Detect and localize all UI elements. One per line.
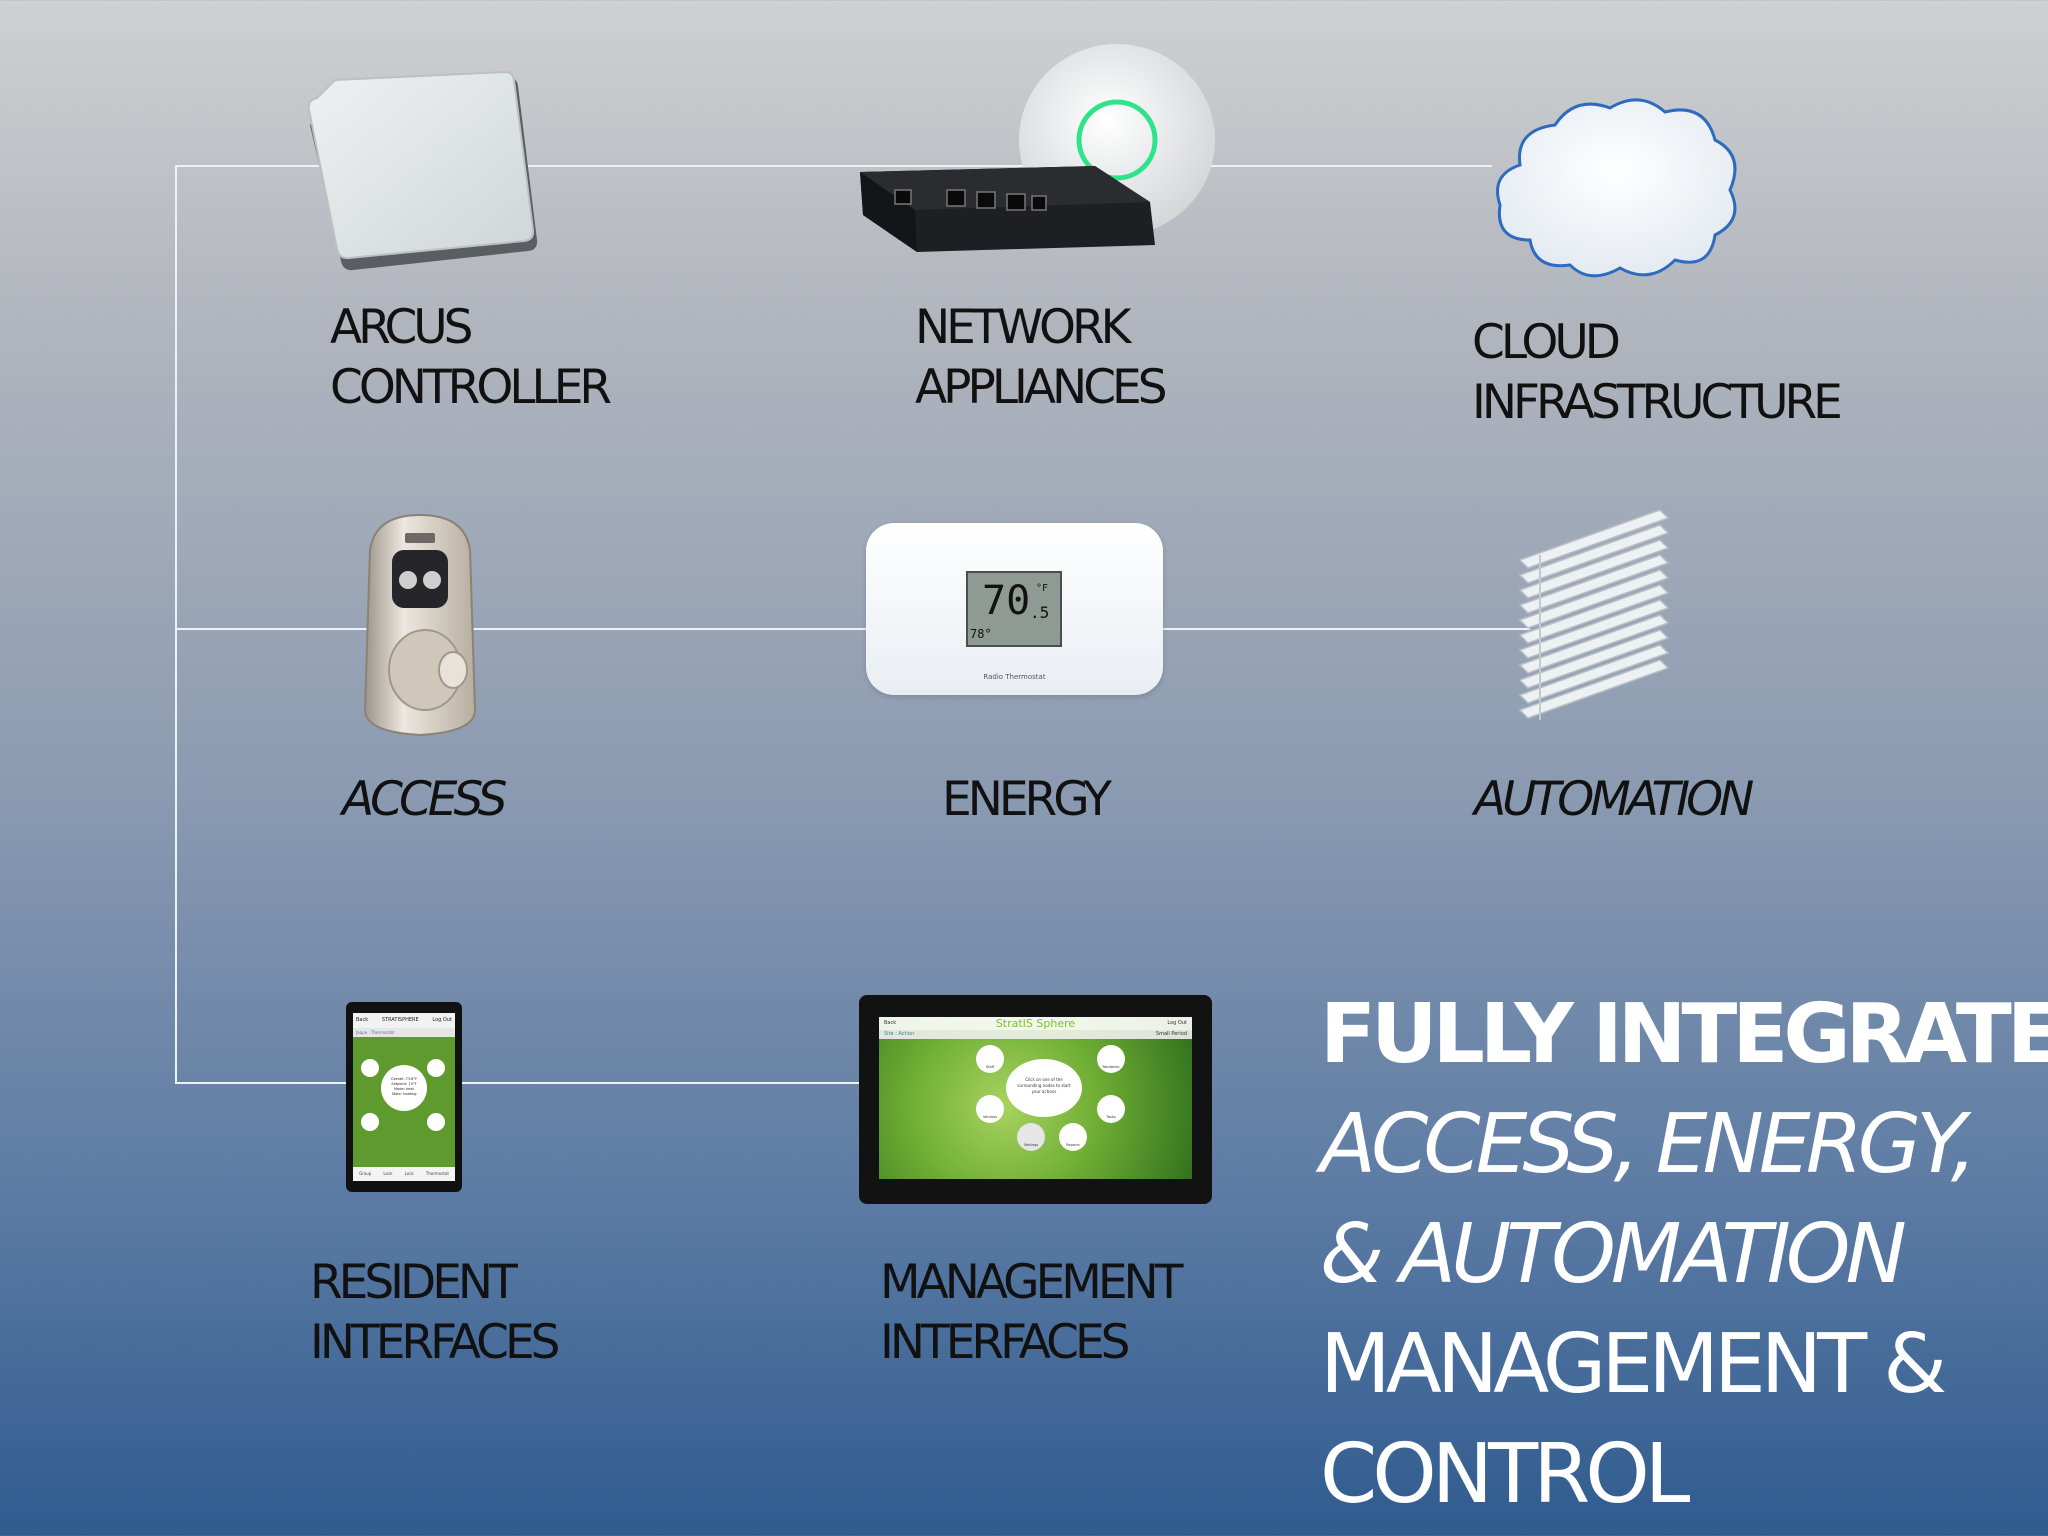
status-line-3: Mode: heat	[394, 1087, 414, 1091]
arcus-controller-label: ARCUS CONTROLLER	[330, 300, 612, 415]
logout-button[interactable]: Log Out	[432, 1017, 452, 1023]
back-button[interactable]: Back	[356, 1017, 369, 1023]
mgmt-node-tasks-label: Tasks	[1106, 1115, 1116, 1119]
nav-item-lock[interactable]: Lock	[383, 1171, 393, 1176]
tagline-line-3: & AUTOMATION	[1320, 1207, 1907, 1302]
mgmt-logout-button[interactable]: Log Out	[1167, 1020, 1187, 1026]
network-appliances-label: NETWORK APPLIANCES	[915, 300, 1168, 415]
arcus-controller-image	[307, 70, 538, 271]
mgmt-node-settings[interactable]: Settings	[1017, 1123, 1045, 1151]
status-line-4: State: heating	[391, 1092, 417, 1096]
thermostat-unit: °F	[1036, 583, 1049, 594]
nav-item-group[interactable]: Group	[359, 1171, 372, 1176]
mgmt-node-settings-label: Settings	[1023, 1143, 1039, 1147]
status-line-2: Setpoint: 74°F	[391, 1082, 417, 1086]
mgmt-site-name: Small Period	[1155, 1031, 1187, 1037]
thermostat-display: 70 .5 °F 78°	[966, 571, 1062, 647]
management-subheader: Site : Action Small Period	[879, 1030, 1192, 1039]
management-interfaces-label: MANAGEMENT INTERFACES	[880, 1255, 1183, 1370]
nav-item-thermostat[interactable]: Thermostat	[425, 1171, 449, 1176]
mgmt-node-residents[interactable]: Residents	[1097, 1045, 1125, 1073]
management-tablet-screen: Back StratIS Sphere Log Out Site : Actio…	[879, 1017, 1192, 1179]
automation-label: AUTOMATION	[1474, 772, 1754, 827]
window-blinds-image	[1518, 509, 1670, 720]
mgmt-node-residents-label: Residents	[1102, 1065, 1120, 1069]
mgmt-center-circle: Click on one of the surrounding nodes to…	[1006, 1059, 1082, 1117]
status-line-1: Overall: 73.8°F	[390, 1077, 418, 1081]
resident-brand: STRATISPHERE	[381, 1017, 419, 1023]
thermostat-temp: 70	[982, 578, 1031, 624]
mgmt-node-staff-label: Staff	[985, 1065, 995, 1069]
tagline: FULLY INTEGRATED ACCESS, ENERGY, & AUTOM…	[1320, 980, 2048, 1530]
mgmt-node-vendors[interactable]: Vendors	[976, 1095, 1004, 1123]
energy-label: ENERGY	[942, 772, 1112, 827]
mgmt-node-staff[interactable]: Staff	[976, 1045, 1004, 1073]
resident-tablet: Back STRATISPHERE Log Out Jaque : Thermo…	[346, 1002, 462, 1192]
tagline-line-1: FULLY INTEGRATED	[1320, 987, 2048, 1082]
resident-tablet-header: Back STRATISPHERE Log Out	[353, 1013, 455, 1028]
resident-node-2[interactable]	[427, 1059, 445, 1077]
resident-breadcrumb: Jaque : Thermostat	[353, 1028, 455, 1037]
mgmt-node-tasks[interactable]: Tasks	[1097, 1095, 1125, 1123]
resident-status-circle: Overall: 73.8°F Setpoint: 74°F Mode: hea…	[381, 1065, 427, 1111]
thermostat-decimal: .5	[1030, 603, 1050, 622]
mgmt-node-vendors-label: Vendors	[982, 1115, 998, 1119]
mgmt-node-reports-label: Reports	[1066, 1143, 1080, 1147]
cloud-image	[1496, 98, 1737, 278]
thermostat-image: 70 .5 °F 78° Radio Thermostat	[866, 523, 1163, 695]
mgmt-back-button[interactable]: Back	[884, 1020, 897, 1026]
tagline-line-5: CONTROL	[1320, 1427, 1690, 1522]
mgmt-node-reports[interactable]: Reports	[1059, 1123, 1087, 1151]
tagline-line-2: ACCESS, ENERGY,	[1320, 1097, 1977, 1192]
network-appliances-image	[860, 44, 1215, 252]
nav-item-lock-2[interactable]: Lock	[404, 1171, 414, 1176]
resident-nav-bar: Group Lock Lock Thermostat	[353, 1167, 455, 1181]
thermostat-brand: Radio Thermostat	[983, 673, 1046, 681]
resident-interfaces-label: RESIDENT INTERFACES	[310, 1255, 560, 1370]
management-header: Back StratIS Sphere Log Out	[879, 1017, 1192, 1030]
mgmt-breadcrumb: Site : Action	[884, 1031, 915, 1037]
resident-node-4[interactable]	[427, 1113, 445, 1131]
access-label: ACCESS	[342, 772, 507, 827]
door-lock-image	[363, 513, 477, 737]
mgmt-center-text: Click on one of the surrounding nodes to…	[1017, 1077, 1071, 1094]
mgmt-title: StratIS Sphere	[995, 1017, 1076, 1030]
resident-tablet-screen: Back STRATISPHERE Log Out Jaque : Thermo…	[353, 1013, 455, 1181]
cloud-infrastructure-label: CLOUD INFRASTRUCTURE	[1472, 315, 1843, 430]
resident-node-1[interactable]	[361, 1059, 379, 1077]
management-tablet: Back StratIS Sphere Log Out Site : Actio…	[859, 995, 1212, 1204]
thermostat-setpoint: 78°	[970, 627, 992, 641]
tagline-line-4: MANAGEMENT &	[1320, 1317, 1947, 1412]
resident-node-3[interactable]	[361, 1113, 379, 1131]
